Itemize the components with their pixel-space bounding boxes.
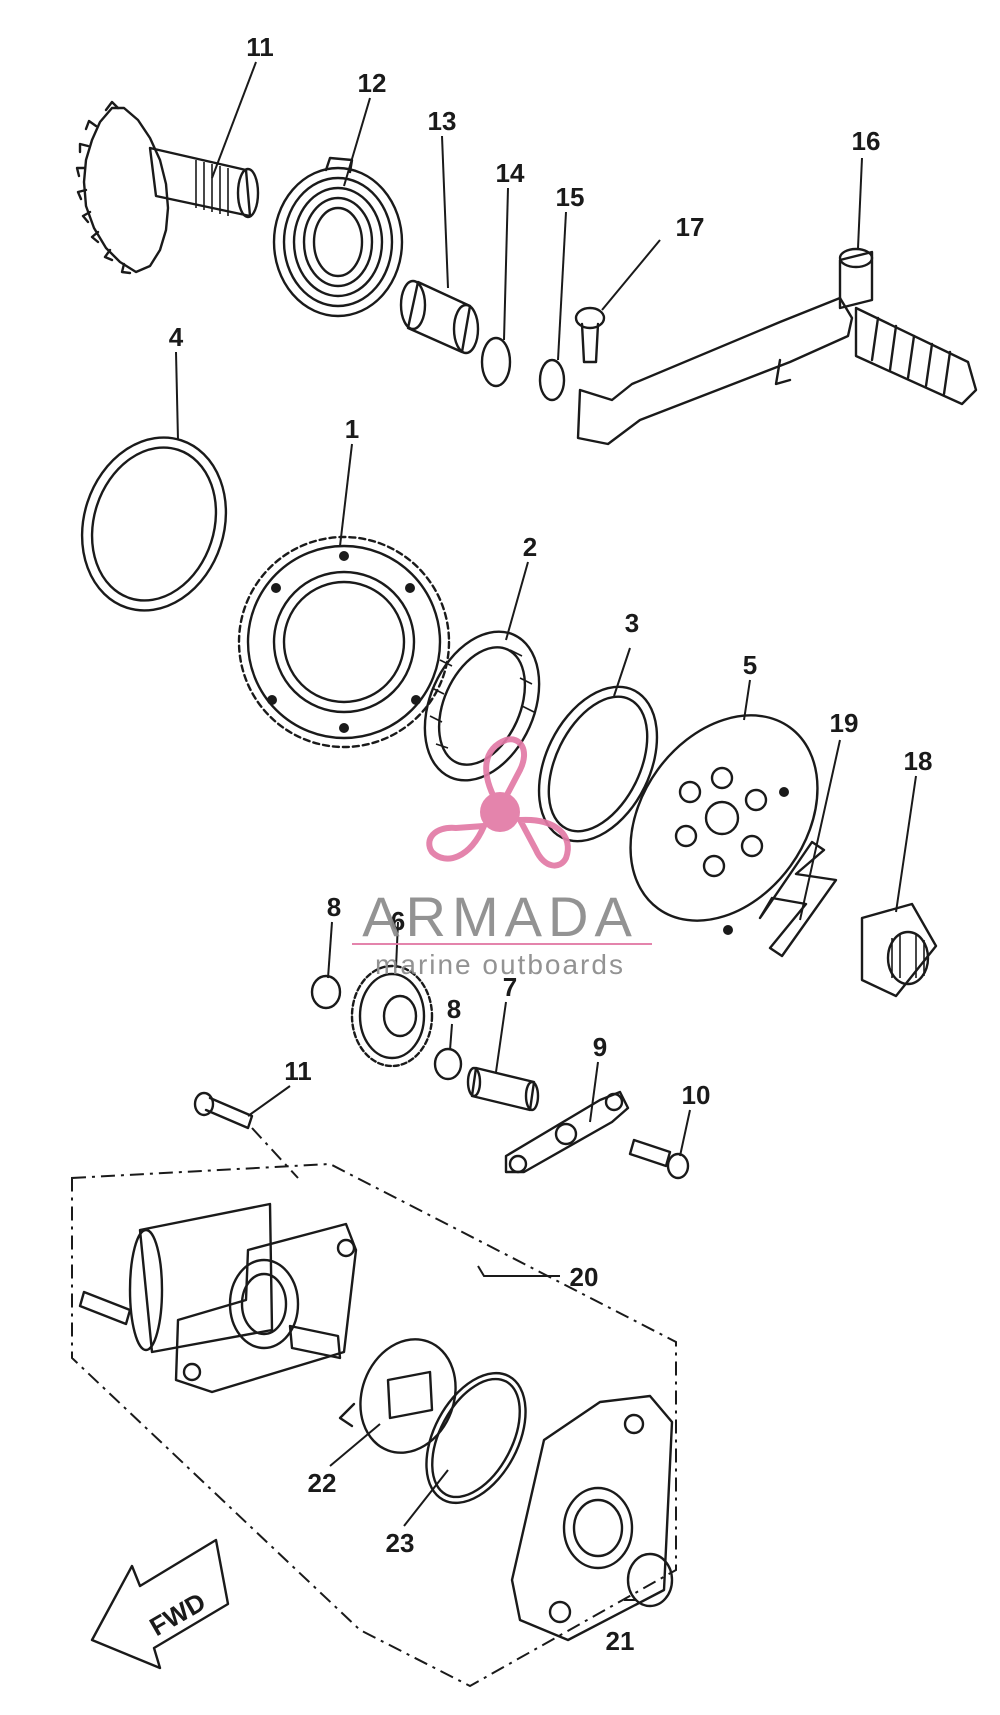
callout-1: 1: [345, 414, 359, 444]
part-9-plate: [504, 1090, 630, 1174]
part-20-wire-clip: [758, 840, 838, 958]
part-15-washer: [480, 336, 512, 388]
part-11-bolt: [193, 1091, 254, 1130]
part-22-o-ring: [626, 1552, 674, 1608]
callout-4: 4: [169, 322, 184, 352]
callout-16: 15: [556, 182, 585, 212]
part-23-brush-holder: [338, 1338, 457, 1454]
part-16-circlip: [538, 358, 566, 402]
callout-7: 7: [503, 972, 517, 1002]
leader-lines: [175, 61, 917, 1601]
part-10-bolt: [628, 1138, 690, 1180]
callout-3: 3: [625, 608, 639, 638]
part-7-shaft: [466, 1066, 540, 1112]
callout-5: 5: [743, 650, 757, 680]
fwd-direction-arrow: FWD: [90, 1538, 230, 1670]
callout-6: 6: [391, 906, 405, 936]
part-8-washer-upper: [310, 974, 342, 1010]
callout-14: 13: [428, 106, 457, 136]
callout-2: 2: [523, 532, 537, 562]
part-5-clutch-plate: [629, 714, 819, 935]
starter-motor: [78, 1202, 358, 1394]
callout-8-lower: 8: [447, 994, 461, 1024]
callout-17: 16: [852, 126, 881, 156]
part-24-o-ring: [425, 1371, 527, 1505]
watermark: ARMADA marine outboards: [352, 736, 652, 980]
part-6-idler-gear: [350, 964, 434, 1068]
callout-24: 23: [386, 1528, 415, 1558]
callout-20: 19: [830, 708, 859, 738]
callout-18: 17: [676, 212, 705, 242]
callout-19: 18: [904, 746, 933, 776]
watermark-tagline: marine outboards: [375, 949, 625, 980]
callout-11: 11: [284, 1056, 312, 1086]
part-17-kick-crank: [576, 247, 978, 446]
callout-labels: 11 12 13 14 15 17 16 4 1 2 3 5 19 18 8 6…: [169, 32, 933, 1656]
callout-13: 12: [358, 68, 387, 98]
callout-10: 10: [682, 1080, 711, 1110]
callout-15: 14: [496, 158, 525, 188]
part-3-race-ring: [537, 685, 659, 843]
callout-23: 22: [308, 1468, 337, 1498]
part-12-kick-gear-shaft: [75, 100, 260, 275]
part-8-washer-lower: [433, 1047, 463, 1081]
part-2-one-way-clutch: [423, 630, 541, 782]
propeller-logo-icon: [426, 736, 571, 869]
part-18-bolt: [574, 306, 606, 364]
assembly-21-outline: [71, 1162, 677, 1688]
part-13-torsion-spring: [272, 156, 404, 318]
callout-9: 9: [593, 1032, 607, 1062]
callout-8-upper: 8: [327, 892, 341, 922]
part-14-collar: [399, 279, 480, 355]
callout-12: 11: [246, 32, 274, 62]
part-19-pinion: [860, 902, 938, 998]
part-4-ring: [80, 436, 228, 612]
callout-22: 21: [606, 1626, 635, 1656]
callout-21: 20: [570, 1262, 599, 1292]
end-cover: [510, 1394, 674, 1642]
part-1-starter-wheel-gear: [237, 535, 451, 749]
watermark-brand: ARMADA: [362, 885, 638, 948]
assembly-21-link-line: [251, 1127, 299, 1179]
